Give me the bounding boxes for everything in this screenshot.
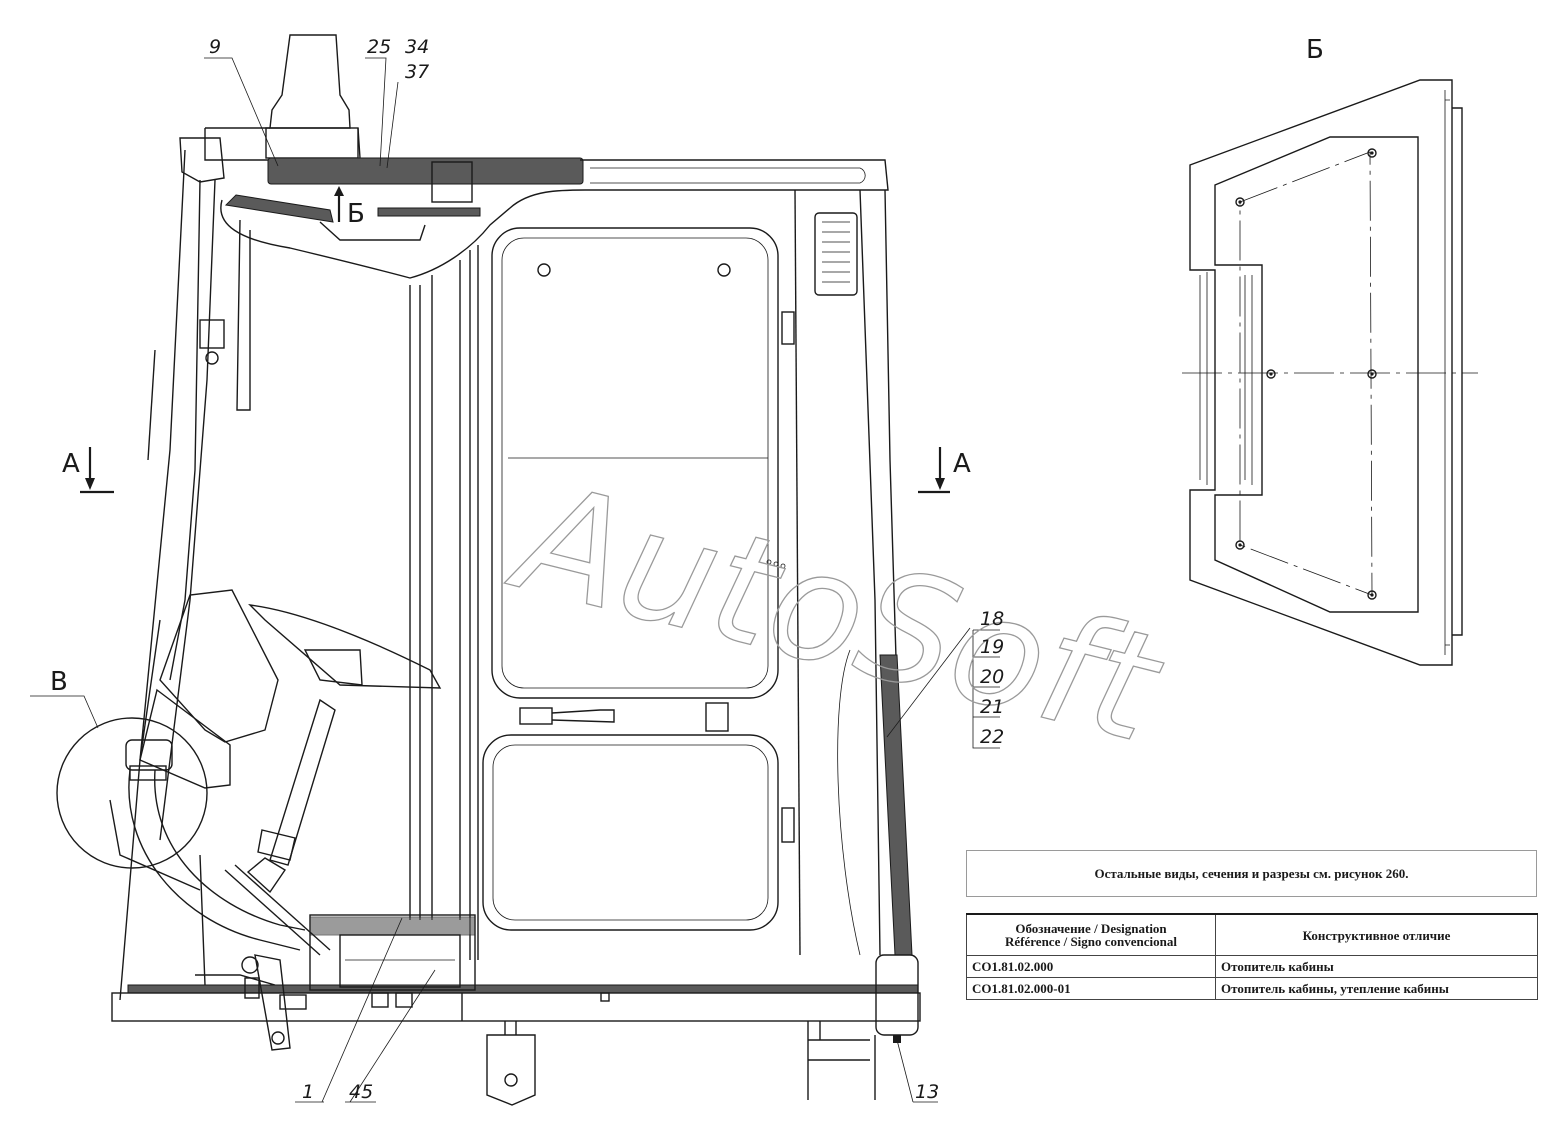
callout-9: 9 [209,36,221,58]
callout-21: 21 [980,696,1004,718]
callout-37: 37 [405,61,429,83]
designation-cell: CO1.81.02.000-01 [966,977,1216,1000]
callout-25: 25 [367,36,391,58]
spec-table: Обозначение / Designation Référence / Si… [966,913,1538,1000]
callout-45: 45 [349,1081,373,1103]
callout-22: 22 [980,726,1004,748]
designation-header: Обозначение / Designation Référence / Si… [966,913,1216,956]
table-row: CO1.81.02.000-01 Отопитель кабины, утепл… [966,977,1538,1000]
section-label-left: А [62,449,80,479]
difference-cell: Отопитель кабины [1215,955,1538,978]
callout-20: 20 [980,666,1004,688]
note-text: Остальные виды, сечения и разрезы см. ри… [1094,865,1409,881]
difference-header: Конструктивное отличие [1215,913,1538,956]
watermark-text: AutoSoft [496,449,1179,778]
designation-header-line1: Обозначение / Designation [1015,921,1167,936]
designation-header-line2: Référence / Signo convencional [1005,934,1177,949]
designation-cell: CO1.81.02.000 [966,955,1216,978]
callout-19: 19 [980,636,1004,658]
callout-13: 13 [915,1081,939,1103]
table-row: CO1.81.02.000 Отопитель кабины [966,955,1538,978]
difference-cell: Отопитель кабины, утепление кабины [1215,977,1538,1000]
callout-34: 34 [405,36,429,58]
arrow-label-b: Б [347,199,365,229]
section-label-right: А [953,449,971,479]
detail-label-v: В [50,667,68,697]
callout-1: 1 [302,1081,314,1103]
table-header-row: Обозначение / Designation Référence / Si… [966,913,1538,956]
view-b-title: Б [1306,35,1324,65]
cabin-side-view [30,34,1000,1106]
callout-18: 18 [980,608,1004,630]
view-b-drawing [1182,79,1478,666]
note-box: Остальные виды, сечения и разрезы см. ри… [966,850,1537,897]
